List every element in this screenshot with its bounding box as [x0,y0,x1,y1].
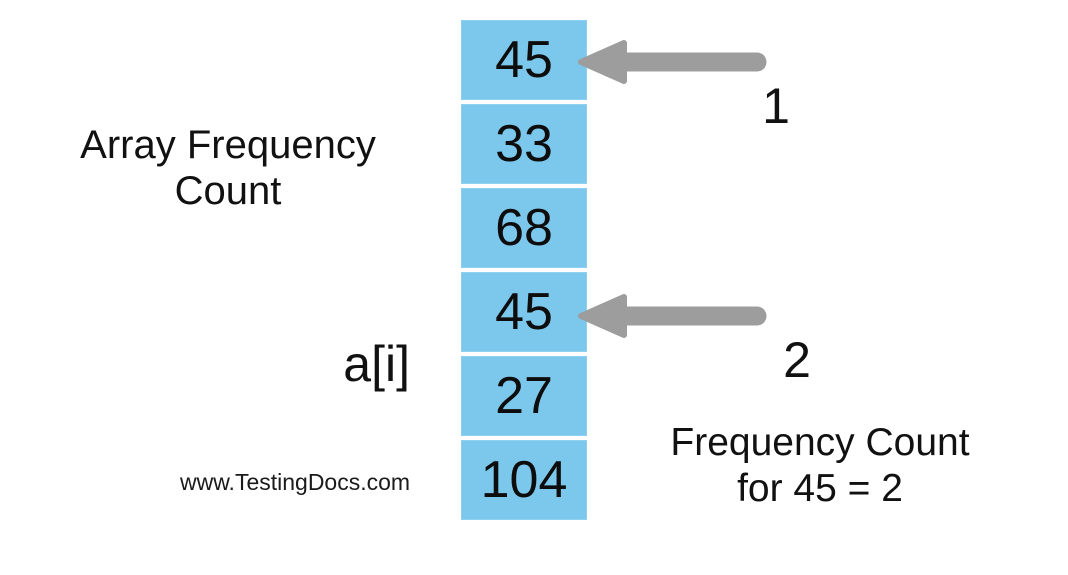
diagram-title: Array Frequency Count [38,122,418,214]
array-cell: 27 [461,356,587,436]
array-cell: 33 [461,104,587,184]
array-cell: 45 [461,272,587,352]
array-cell: 104 [461,440,587,520]
arrow-head [581,43,624,81]
arrow-head [581,297,624,335]
array-index-label: a[i] [343,336,410,392]
frequency-note-line2: for 45 = 2 [737,467,903,510]
array-column: 45 33 68 45 27 104 [461,20,587,520]
watermark-text: www.TestingDocs.com [180,469,411,495]
pointer-label-2: 2 [783,332,811,388]
left-arrow-icon [578,40,767,84]
frequency-note-line1: Frequency Count [670,421,970,464]
array-cell: 45 [461,20,587,100]
diagram-title-line2: Count [174,169,282,213]
left-arrow-icon [578,294,767,338]
arrow-head-outline [578,294,627,338]
diagram-title-line1: Array Frequency [80,123,376,167]
pointer-label-1: 1 [762,78,790,134]
arrow-head-outline [578,40,627,84]
frequency-note: Frequency Count for 45 = 2 [650,420,990,512]
array-cell: 68 [461,188,587,268]
